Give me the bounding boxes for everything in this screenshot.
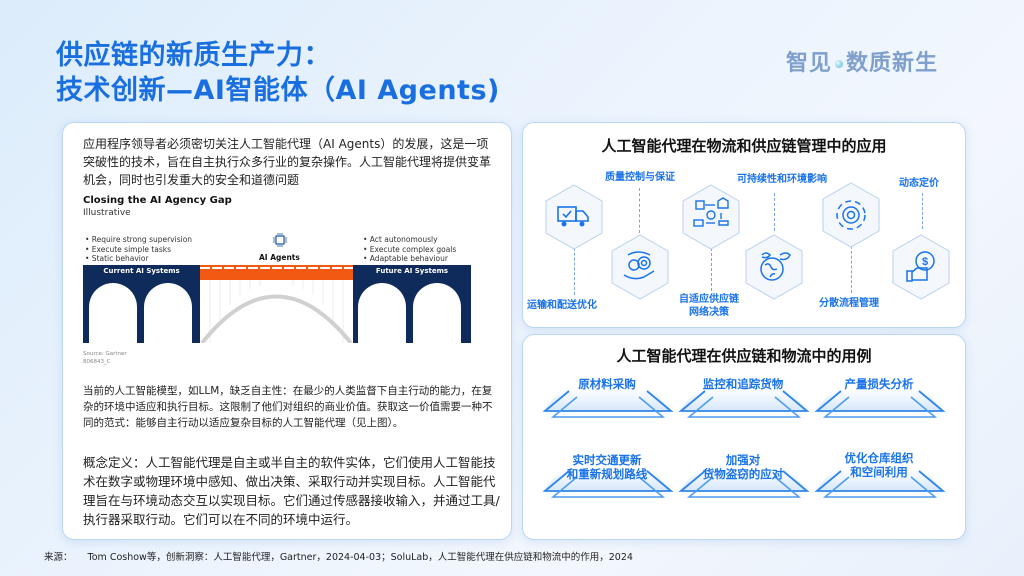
brand-left-text: 智见 — [786, 51, 833, 76]
current-ai-pillar: Current AI Systems — [83, 265, 200, 343]
connector-line — [851, 241, 852, 293]
app-label-decentralized: 分散流程管理 — [819, 298, 879, 309]
globe-leaf-icon — [745, 234, 803, 300]
gear-cycle-icon — [822, 182, 880, 248]
source-text: Tom Coshow等，创新洞察：人工智能代理，Gartner，2024-04-… — [87, 552, 633, 563]
use-case-tracking: 监控和追踪货物 — [675, 375, 811, 419]
figure-title: Closing the AI Agency Gap — [83, 195, 232, 206]
chip-icon — [273, 233, 287, 247]
arch-shape — [144, 283, 192, 343]
pillar-label: Current AI Systems — [103, 267, 180, 275]
agency-gap-figure: Closing the AI Agency Gap Illustrative •… — [83, 195, 493, 375]
network-flow-icon — [682, 184, 740, 250]
connector-line — [574, 233, 575, 295]
delivery-truck-icon — [545, 184, 603, 250]
platform-icon — [542, 389, 674, 418]
ai-agents-label: AI Agents — [259, 253, 300, 262]
applications-title: 人工智能代理在物流和供应链管理中的应用 — [601, 137, 887, 155]
app-label-network: 自适应供应链 网络决策 — [679, 294, 739, 318]
arch-shape — [358, 283, 406, 343]
use-case-raw-materials: 原材料采购 — [539, 375, 675, 419]
connector-line — [711, 233, 712, 291]
future-ai-pillar: Future AI Systems — [353, 265, 471, 343]
use-cases-title: 人工智能代理在供应链和物流中的用例 — [616, 347, 872, 365]
use-case-theft: 加强对 货物盗窃的应对 — [675, 447, 811, 499]
list-item: • Execute complex goals — [363, 244, 457, 254]
figure-subtitle: Illustrative — [83, 208, 131, 218]
connector-line — [774, 193, 775, 231]
app-label-pricing: 动态定价 — [899, 178, 939, 189]
source-label: 来源： — [44, 552, 73, 563]
overview-card: 应用程序领导者必须密切关注人工智能代理（AI Agents）的发展，这是一项突破… — [62, 122, 512, 540]
title-line-2: 技术创新—AI智能体（AI Agents) — [56, 75, 500, 106]
use-case-traffic: 实时交通更新 和重新规划路线 — [539, 447, 675, 499]
platform-icon — [542, 469, 674, 498]
figure-source: Source: Gartner 806843_C — [83, 351, 127, 365]
pillar-label: Future AI Systems — [375, 267, 449, 275]
definition-paragraph: 概念定义：人工智能代理是自主或半自主的软件实体，它们使用人工智能技术在数字或物理… — [83, 455, 500, 527]
svg-text:$: $ — [922, 256, 928, 268]
arch-shape — [413, 283, 461, 343]
page-title: 供应链的新质生产力： 技术创新—AI智能体（AI Agents) — [56, 38, 500, 108]
bridge-deck — [200, 265, 353, 280]
future-traits-list: • Act autonomously • Execute complex goa… — [363, 235, 456, 264]
source-footer: 来源： Tom Coshow等，创新洞察：人工智能代理，Gartner，2024… — [44, 549, 633, 563]
app-label-quality: 质量控制与保证 — [605, 172, 675, 183]
list-item: • Static behavior — [85, 254, 149, 263]
applications-card: 人工智能代理在物流和供应链管理中的应用 质量控制与保证 可持续性和环境影响 动态… — [522, 122, 966, 328]
platform-icon — [678, 389, 810, 418]
platform-icon — [814, 389, 946, 418]
bridge-arch-icon — [200, 280, 353, 343]
list-item: • Execute simple tasks — [85, 244, 172, 254]
app-label-transport: 运输和配送优化 — [527, 300, 597, 311]
hand-gears-icon — [611, 234, 669, 300]
intro-paragraph: 应用程序领导者必须密切关注人工智能代理（AI Agents）的发展，这是一项突破… — [83, 137, 492, 187]
thumbs-up-dollar-icon: $ — [892, 234, 950, 300]
list-item: • Act autonomously — [363, 235, 438, 244]
list-item: • Adaptable behaviour — [363, 254, 448, 263]
title-line-1: 供应链的新质生产力： — [56, 40, 331, 71]
arch-shape — [89, 283, 137, 343]
brand-dot-icon — [835, 60, 844, 68]
app-label-sustainability: 可持续性和环境影响 — [737, 174, 827, 185]
current-traits-list: • Require strong supervision • Execute s… — [85, 235, 192, 264]
brand-logo: 智见 数质新生 — [786, 45, 938, 77]
use-case-yield-loss: 产量损失分析 — [811, 375, 947, 419]
use-case-warehouse: 优化仓库组织 和空间利用 — [811, 447, 947, 499]
connector-line — [639, 188, 640, 233]
current-state-paragraph: 当前的人工智能模型，如LLM，缺乏自主性：在最少的人类监督下自主行动的能力，在复… — [83, 385, 493, 429]
brand-right-text: 数质新生 — [846, 51, 939, 76]
list-item: • Require strong supervision — [85, 235, 193, 244]
use-cases-card: 人工智能代理在供应链和物流中的用例 原材料采购 监控和追踪货物 产量损失分析 — [522, 334, 966, 540]
platform-icon — [814, 469, 946, 498]
connector-line — [922, 193, 923, 229]
platform-icon — [678, 469, 810, 498]
